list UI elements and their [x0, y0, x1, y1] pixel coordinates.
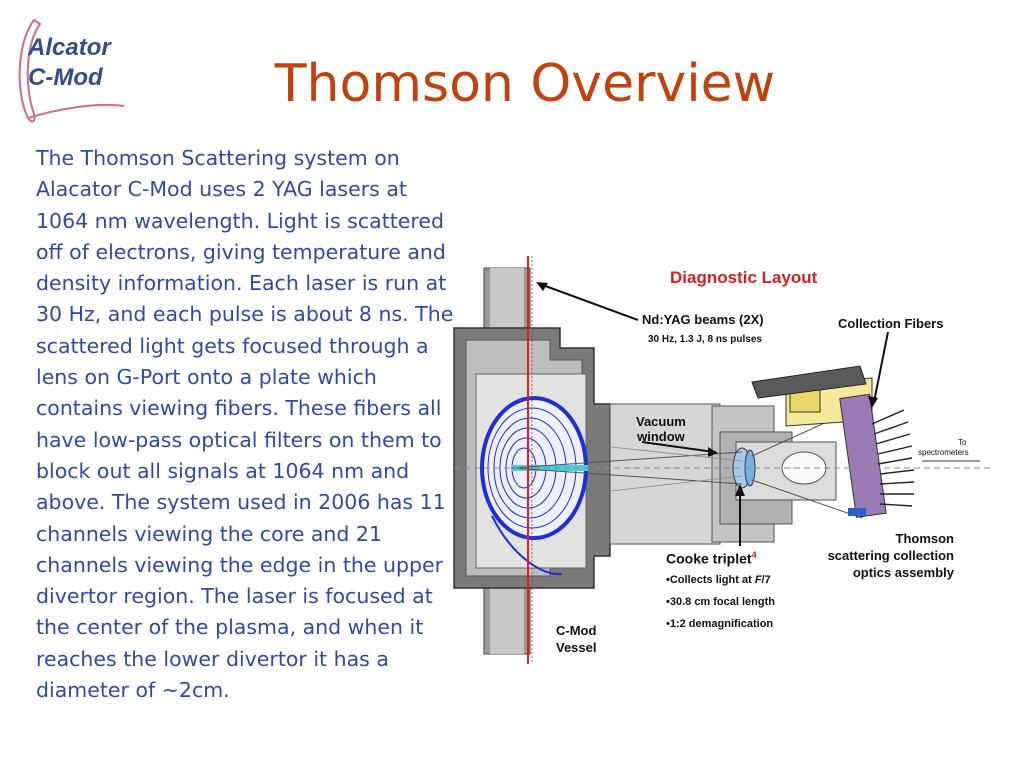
cooke-bullet-1: •Collects light at F/7: [666, 574, 771, 586]
beams-label: Nd:YAG beams (2X): [642, 312, 764, 327]
logo-text-cmod: C-Mod: [28, 64, 103, 91]
vacuum-window-line2: window: [637, 429, 685, 444]
page-title: Thomson Overview: [274, 54, 776, 114]
bullet1-post: /7: [761, 574, 771, 586]
alcator-cmod-logo: Alcator C-Mod: [14, 14, 134, 126]
vessel-label: C-Mod Vessel: [556, 622, 597, 656]
diagram-drawing: [453, 256, 990, 664]
logo-ribbon-icon: [18, 18, 125, 123]
beams-sub-label: 30 Hz, 1.3 J, 8 ns pulses: [648, 334, 762, 345]
cooke-bullet-2: •30.8 cm focal length: [666, 596, 775, 608]
bullet1-pre: •Collects light at: [666, 574, 755, 586]
bullet1-f: F: [754, 574, 762, 586]
optics-line1: Thomson: [895, 531, 955, 546]
cooke-triplet-label: Cooke triplet4: [666, 550, 757, 567]
spectrometers-label: spectrometers: [918, 448, 969, 457]
collection-fibers-label: Collection Fibers: [838, 316, 944, 331]
cooke-bullet-3: •1:2 demagnification: [666, 618, 774, 630]
vessel-line1: C-Mod: [556, 623, 597, 638]
cooke-triplet-text: Cooke triplet: [666, 550, 752, 567]
optics-assembly-label: Thomson scattering collection optics ass…: [808, 530, 954, 581]
vacuum-window-line1: Vacuum: [636, 414, 686, 429]
logo-text-alcator: Alcator: [28, 34, 111, 61]
vessel-line2: Vessel: [556, 640, 597, 655]
cooke-footnote: 4: [751, 550, 757, 560]
description-paragraph: The Thomson Scattering system on Alacato…: [36, 146, 454, 703]
diagram-heading: Diagnostic Layout: [670, 268, 818, 287]
optics-line2: scattering collection: [827, 548, 954, 563]
to-label: To: [958, 438, 967, 447]
vacuum-window-label: Vacuum window: [636, 414, 686, 444]
diagnostic-layout-diagram: Diagnostic Layout Nd:YAG beams (2X) 30 H…: [452, 256, 994, 664]
optics-line3: optics assembly: [852, 565, 954, 580]
